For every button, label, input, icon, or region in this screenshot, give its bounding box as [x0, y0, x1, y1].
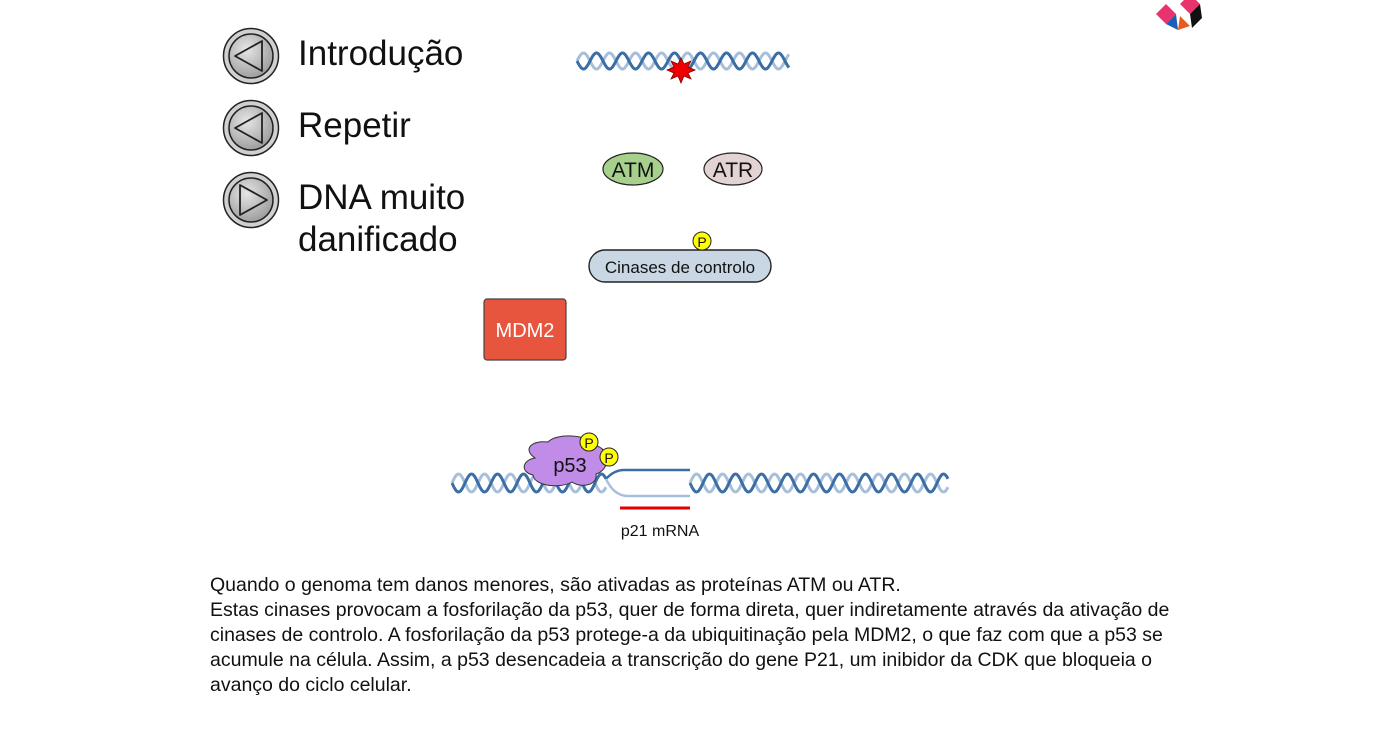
checkpoint-kinases-label: Cinases de controlo [605, 258, 755, 277]
nav-next-button[interactable]: DNA muito danificado [222, 171, 518, 261]
description-line-2: Estas cinases provocam a fosforilação da… [210, 599, 1170, 696]
nav-intro-label: Introdução [298, 34, 464, 73]
cube-logo-icon [1156, 0, 1202, 30]
forward-arrow-icon [222, 171, 280, 229]
description-line-1: Quando o genoma tem danos menores, são a… [210, 574, 901, 596]
mdm2-protein: MDM2 [483, 298, 567, 361]
nav-repeat-button[interactable]: Repetir [222, 99, 411, 157]
p53-label: p53 [553, 455, 586, 477]
phosphate-label: P [697, 234, 706, 250]
p21-gene-dna-helix [450, 472, 950, 494]
transcription-bubble-bottom [604, 478, 690, 498]
phosphate-group: P [692, 231, 712, 251]
phosphate-group: P [579, 432, 599, 452]
nav-repeat-label: Repetir [298, 106, 411, 145]
atr-label: ATR [713, 159, 753, 182]
nav-next-label: DNA muito danificado [298, 178, 466, 259]
phosphate-label: P [584, 435, 593, 451]
atm-label: ATM [612, 159, 655, 182]
dna-strand [575, 51, 791, 71]
back-arrow-icon [222, 99, 280, 157]
phosphate-label: P [604, 450, 613, 466]
p21-mrna-label: p21 mRNA [621, 523, 700, 540]
back-arrow-icon [222, 27, 280, 85]
checkpoint-kinases: Cinases de controlo [588, 249, 772, 283]
mdm2-label: MDM2 [496, 320, 555, 342]
description-text: Quando o genoma tem danos menores, são a… [210, 573, 1200, 698]
nav-intro-button[interactable]: Introdução [222, 27, 463, 85]
p53-pathway-diagram: ATM ATR Cinases de controlo P MDM2 p53 P… [450, 51, 950, 540]
dna-strand [688, 472, 950, 494]
atm-protein: ATM [602, 152, 664, 186]
phosphate-group: P [599, 447, 619, 467]
dna-strand [688, 472, 950, 494]
atr-protein: ATR [703, 152, 763, 186]
transcription-bubble-top [605, 468, 690, 480]
dna-damage-icon [665, 57, 697, 85]
